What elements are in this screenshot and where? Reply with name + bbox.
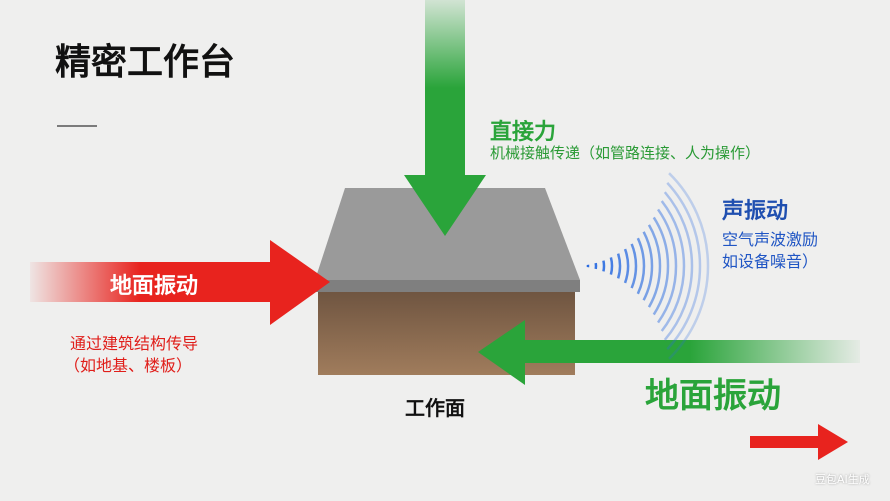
ground-vibration-right-label: 地面振动 [645, 376, 781, 416]
sound-wave-arc [642, 231, 654, 301]
watermark: 豆包AI生成 [815, 473, 870, 486]
sound-wave-arc [609, 257, 614, 275]
ground-vibration-arrow-right [478, 320, 860, 385]
sound-wave-arc [623, 248, 630, 284]
sound-wave-arc [652, 216, 670, 316]
sound-wave-arc [657, 208, 678, 324]
acoustic-line2: 如设备噪音） [722, 252, 819, 271]
page-title: 精密工作台 [55, 42, 236, 83]
acoustic-line1: 空气声波激励 [722, 230, 819, 249]
sound-wave-arc [616, 253, 622, 279]
ground-vibration-arrow-left [30, 240, 330, 325]
ground-vibration-left-label: 地面振动 [110, 274, 199, 299]
sound-wave-arc [668, 172, 710, 360]
acoustic-title: 声振动 [722, 199, 789, 224]
direct-force-desc: 机械接触传递（如管路连接、人为操作） [490, 144, 761, 162]
work-surface-label: 工作面 [405, 396, 465, 420]
ground-vibration-left-line2: （如地基、楼板） [64, 356, 193, 375]
sound-wave-arc [636, 237, 646, 295]
sound-wave-arc [660, 200, 686, 332]
sound-wave-arc [666, 181, 702, 351]
work-platform [315, 188, 580, 375]
sound-wave-arc [647, 224, 662, 308]
sound-wave-arc [602, 260, 606, 272]
ground-vibration-left-line1: 通过建筑结构传导 [70, 334, 199, 353]
platform-top [315, 188, 580, 280]
platform-edge [315, 280, 580, 292]
sound-wave-arc [663, 191, 694, 341]
direct-force-arrow [404, 0, 486, 236]
small-red-arrow [750, 424, 848, 460]
sound-wave-arc [630, 243, 638, 289]
direct-force-title: 直接力 [490, 120, 557, 145]
sound-waves [586, 172, 710, 360]
